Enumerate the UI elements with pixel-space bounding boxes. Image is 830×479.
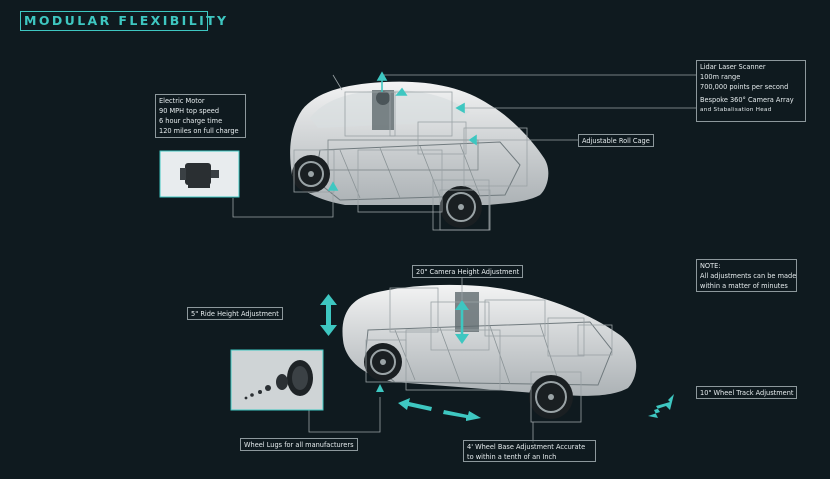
lidar-camera-label: Lidar Laser Scanner 100m range 700,000 p… bbox=[696, 60, 806, 122]
lidar-heading: Lidar Laser Scanner bbox=[700, 63, 766, 71]
note-heading: NOTE: bbox=[700, 262, 721, 270]
bottom-front-wheel bbox=[364, 343, 402, 381]
wheel-track-label: 10" Wheel Track Adjustment bbox=[696, 386, 798, 399]
bottom-rear-wheel bbox=[529, 375, 573, 419]
note-label: NOTE: All adjustments can be made within… bbox=[696, 259, 797, 292]
wheel-lugs-image bbox=[230, 349, 324, 411]
top-rear-wheel bbox=[440, 186, 482, 228]
wheel-base-arrows bbox=[398, 398, 481, 421]
lidar-points: 700,000 points per second bbox=[700, 83, 789, 91]
camera-height-label: 20" Camera Height Adjustment bbox=[412, 265, 524, 278]
electric-motor-image bbox=[159, 150, 240, 198]
wheel-lugs-label: Wheel Lugs for all manufacturers bbox=[240, 438, 358, 451]
note-line-2: within a matter of minutes bbox=[700, 282, 788, 290]
top-front-wheel bbox=[292, 155, 330, 193]
wheel-base-label: 4' Wheel Base Adjustment Accurate to wit… bbox=[463, 440, 596, 462]
camera-array-heading: Bespoke 360° Camera Array bbox=[700, 96, 794, 104]
electric-motor-speed: 90 MPH top speed bbox=[159, 107, 220, 115]
camera-array-sub: and Stabalisation Head bbox=[700, 107, 772, 113]
electric-motor-charge: 6 hour charge time bbox=[159, 117, 223, 125]
bottom-car-illustration bbox=[342, 284, 637, 423]
page-title: MODULAR FLEXIBILITY bbox=[20, 11, 226, 31]
lidar-range: 100m range bbox=[700, 73, 741, 81]
wheel-track-arrow bbox=[648, 394, 674, 418]
note-line-1: All adjustments can be made bbox=[700, 272, 797, 280]
ride-height-arrow bbox=[320, 294, 337, 336]
electric-motor-heading: Electric Motor bbox=[159, 97, 205, 105]
ride-height-label: 5" Ride Height Adjustment bbox=[187, 307, 283, 320]
roll-cage-label: Adjustable Roll Cage bbox=[578, 134, 654, 147]
top-chassis-box bbox=[327, 139, 479, 171]
wheel-base-line-1: 4' Wheel Base Adjustment Accurate bbox=[467, 443, 586, 451]
bottom-camera-rig bbox=[455, 292, 479, 332]
electric-motor-range: 120 miles on full charge bbox=[159, 127, 239, 135]
wheel-base-line-2: to within a tenth of an Inch bbox=[467, 453, 557, 461]
electric-motor-label: Electric Motor 90 MPH top speed 6 hour c… bbox=[155, 94, 246, 138]
top-car-illustration bbox=[290, 81, 549, 231]
